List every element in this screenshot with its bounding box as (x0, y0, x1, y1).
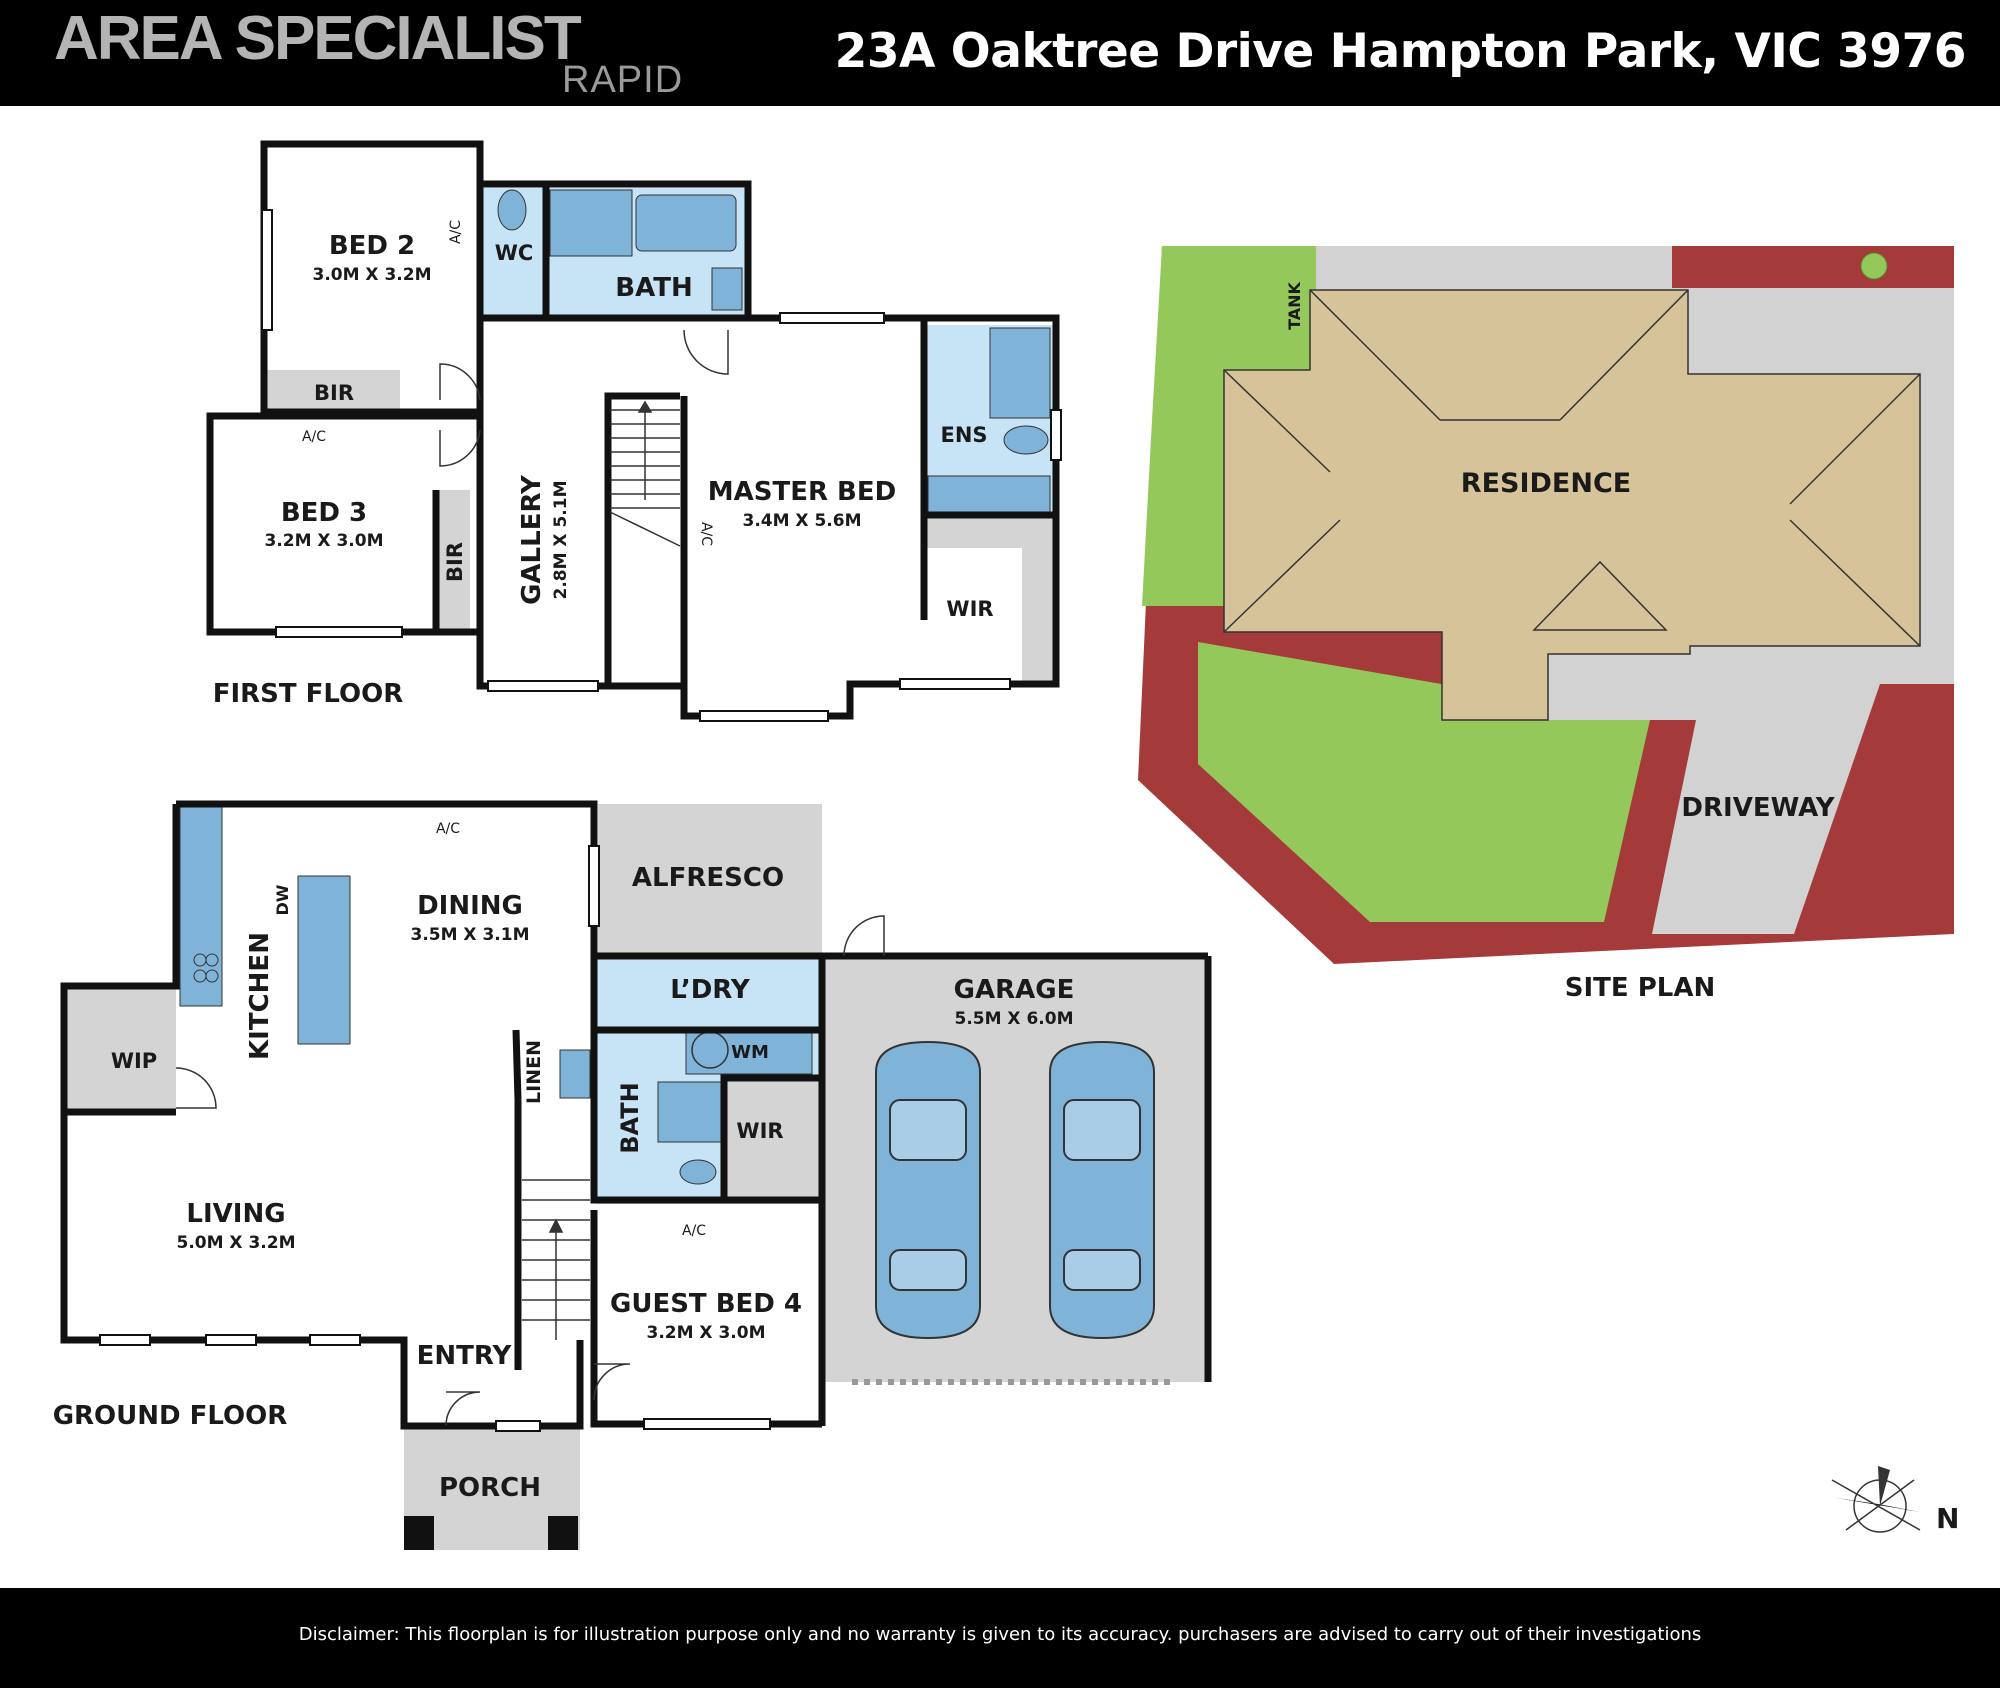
residence-roof (1223, 289, 1921, 721)
ens-label: ENS (940, 423, 987, 447)
dining-dims: 3.5M X 3.1M (410, 925, 529, 945)
entry-label: ENTRY (417, 1341, 513, 1371)
dining-ac-label: A/C (436, 821, 460, 837)
site-plan: TANK RESIDENCE DRIVEWAY SITE PLAN (1138, 246, 1954, 1003)
driveway-label: DRIVEWAY (1681, 793, 1835, 823)
bed2-dims: 3.0M X 3.2M (312, 265, 431, 285)
north-label: N (1936, 1502, 1959, 1535)
first-floor-plan: BED 2 3.0M X 3.2M BIR A/C BED 3 3.2M X 3… (206, 140, 1062, 722)
property-address: 23A Oaktree Drive Hampton Park, VIC 3976 (834, 24, 1967, 79)
master-ac-label: A/C (698, 522, 714, 546)
ground-toilet (679, 1159, 717, 1185)
laundry-bench (685, 1029, 813, 1075)
garage-cars (875, 1040, 1155, 1340)
disclaimer-text: Disclaimer: This floorplan is for illust… (298, 1624, 1702, 1645)
header-bar: AREA SPECIALIST RAPID 23A Oaktree Drive … (0, 0, 2000, 106)
footer-bar: Disclaimer: This floorplan is for illust… (0, 1588, 2000, 1688)
wir-label: WIR (946, 597, 993, 621)
dw-label: DW (273, 884, 292, 915)
vanity (711, 267, 743, 311)
first-floor-stairs (609, 400, 681, 547)
bath-label: BATH (615, 273, 692, 303)
ground-floor-stairs (522, 1179, 590, 1340)
bed2-ac-label: A/C (448, 220, 464, 244)
living-label: LIVING (186, 1199, 285, 1229)
porch-label: PORCH (439, 1473, 541, 1503)
guest-bed-dims: 3.2M X 3.0M (646, 1323, 765, 1343)
ground-vanity (559, 1049, 591, 1099)
living-dims: 5.0M X 3.2M (176, 1233, 295, 1253)
kitchen-island (297, 875, 351, 1045)
tank-label: TANK (1285, 281, 1304, 329)
laundry-label: L’DRY (670, 975, 751, 1005)
ground-bath-label: BATH (616, 1082, 644, 1153)
first-floor-title: FIRST FLOOR (213, 679, 404, 709)
garage-label: GARAGE (954, 975, 1075, 1005)
bathtub (635, 194, 737, 252)
bir-bed3-label: BIR (443, 542, 467, 582)
guest-bed-label: GUEST BED 4 (610, 1289, 802, 1319)
bed3-label: BED 3 (281, 498, 367, 528)
master-bed-dims: 3.4M X 5.6M (742, 511, 861, 531)
ground-wir-label: WIR (736, 1119, 783, 1143)
bir-bed2 (266, 370, 400, 412)
bed2-label: BED 2 (329, 231, 415, 261)
floorplan-drawing: BED 2 3.0M X 3.2M BIR A/C BED 3 3.2M X 3… (53, 140, 1959, 1550)
alfresco-area (598, 804, 822, 956)
wip-area (64, 986, 176, 1112)
ground-floor-title: GROUND FLOOR (53, 1401, 288, 1431)
brand-logo: AREA SPECIALIST (54, 4, 582, 73)
ensuite-shower (989, 327, 1051, 419)
kitchen-label: KITCHEN (245, 932, 275, 1060)
kitchen-bench (179, 805, 223, 1007)
bed3-ac-label: A/C (302, 429, 326, 445)
wip-label: WIP (111, 1049, 157, 1073)
bir-label: BIR (314, 381, 354, 405)
brand-subtitle: RAPID (562, 59, 684, 101)
bir-bed3 (438, 490, 470, 630)
wir-master-floor (924, 515, 1056, 684)
wm-label: WM (731, 1042, 769, 1063)
garage-dims: 5.5M X 6.0M (954, 1009, 1073, 1029)
ensuite-toilet (1003, 425, 1049, 455)
wc-label: WC (495, 241, 534, 265)
alfresco-label: ALFRESCO (632, 863, 784, 893)
tree (1860, 252, 1888, 280)
gallery-dims: 2.8M X 5.1M (551, 480, 571, 599)
ground-floor-plan: KITCHEN DW A/C DINING 3.5M X 3.1M ALFRES… (53, 800, 1212, 1550)
gallery-label: GALLERY (517, 474, 547, 605)
ground-shower (657, 1081, 723, 1143)
dining-label: DINING (417, 891, 523, 921)
site-plan-title: SITE PLAN (1565, 973, 1715, 1003)
linen-label: LINEN (523, 1040, 545, 1104)
residence-label: RESIDENCE (1461, 468, 1631, 499)
bed3-dims: 3.2M X 3.0M (264, 531, 383, 551)
wir-ground-area (722, 1082, 822, 1204)
toilet-fixture (497, 189, 527, 231)
guest-ac-label: A/C (682, 1223, 706, 1239)
master-bed-label: MASTER BED (708, 477, 896, 507)
ensuite-vanity (927, 475, 1051, 513)
north-arrow-icon: N (1831, 1466, 1959, 1535)
shower (549, 189, 633, 257)
